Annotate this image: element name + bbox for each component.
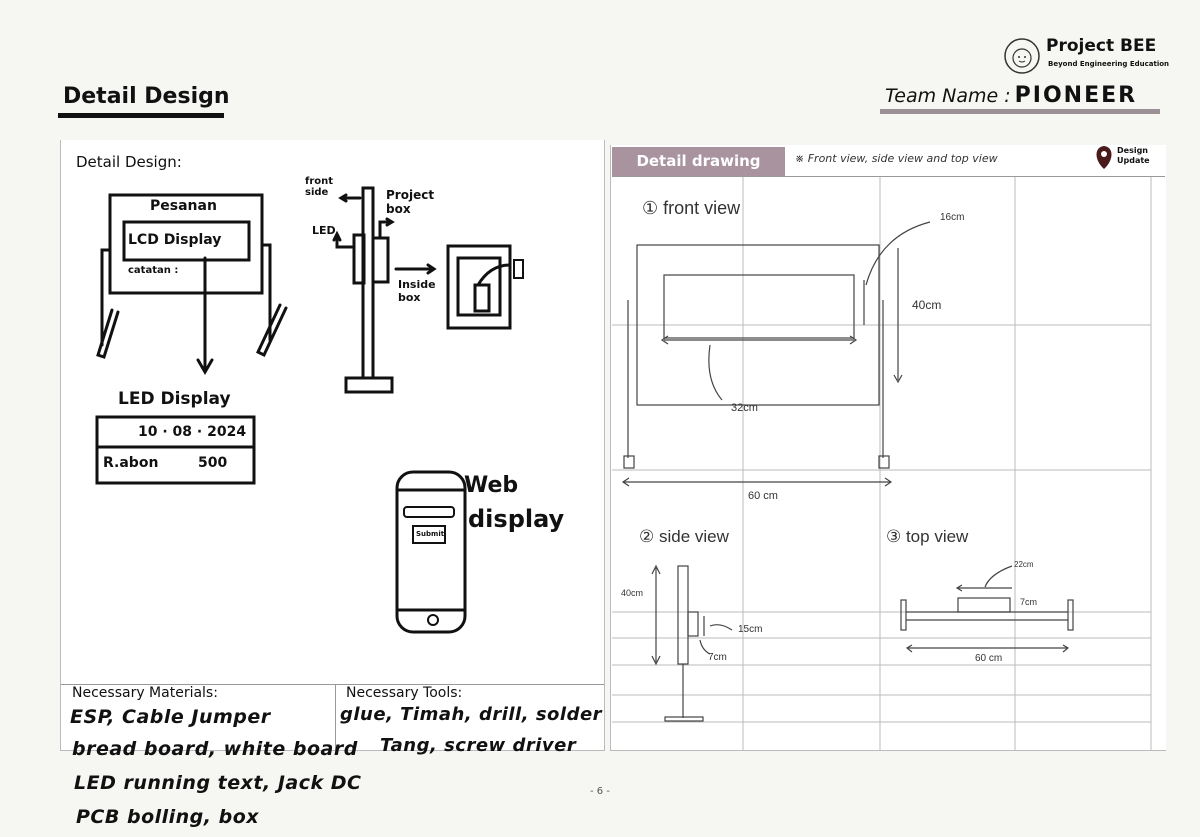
front-view-display: [663, 274, 855, 339]
arrow-down-icon: [196, 256, 214, 375]
team-name: Team Name :PIONEER: [885, 83, 1137, 108]
web-display-label-1: Web: [464, 473, 519, 498]
dimension-label: 15cm: [738, 624, 763, 635]
dimension-label: 60 cm: [748, 490, 778, 502]
material-line: LED running text, Jack DC: [74, 772, 362, 794]
table-divider: [335, 684, 336, 750]
led-label: LED: [312, 224, 336, 237]
front-view-board: [636, 244, 880, 406]
dimension-label: 40cm: [912, 298, 942, 312]
material-line: bread board, white board: [72, 738, 358, 760]
dimension-label: 7cm: [1020, 597, 1038, 607]
logo-name: Project BEE: [1046, 36, 1157, 56]
detail-design-sketch: [95, 186, 524, 634]
team-name-label: Team Name :: [885, 85, 1011, 107]
dimension-label: 32cm: [731, 402, 758, 414]
team-underline: [880, 109, 1160, 114]
lcd-display-label: LCD Display: [128, 232, 222, 248]
dimension-label: 16cm: [940, 212, 965, 223]
materials-tools-table: [61, 684, 604, 751]
material-line: PCB bolling, box: [76, 806, 260, 828]
side-view-title: ② side view: [639, 527, 729, 546]
led-date: 10 · 08 · 2024: [138, 424, 247, 440]
tools-label: Necessary Tools:: [346, 685, 463, 701]
front-side-label: front side: [305, 176, 334, 198]
tool-line: Tang, screw driver: [380, 735, 577, 756]
detail-design-label: Detail Design:: [76, 153, 182, 171]
design-update-line: Update: [1117, 156, 1150, 165]
led-display-sketch: [95, 415, 256, 485]
front-view-title: ① front view: [642, 198, 741, 218]
drawing-grid: [612, 177, 1152, 750]
dimension-label: 7cm: [708, 652, 727, 663]
title-underline: [58, 113, 224, 118]
phone-sketch: [395, 470, 467, 634]
dimension-label: 60 cm: [975, 653, 1003, 664]
team-name-value: PIONEER: [1014, 83, 1138, 108]
catatan-label: catatan :: [128, 265, 179, 276]
material-line: ESP, Cable Jumper: [70, 706, 271, 728]
logo-face-icon: [1004, 38, 1040, 74]
design-update-line: Design: [1117, 146, 1148, 155]
dimension-label: 40cm: [621, 588, 644, 598]
web-display-label-2: display: [468, 505, 565, 533]
logo-tagline: Beyond Engineering Education: [1048, 60, 1170, 68]
dimension-label: 22cm: [1014, 560, 1034, 569]
detail-drawing-tab: Detail drawing: [612, 147, 785, 176]
header-divider: [612, 176, 1165, 177]
project-bee-logo: Project BEE Beyond Engineering Education: [1002, 36, 1172, 76]
led-value: 500: [198, 455, 228, 471]
top-view-title: ③ top view: [886, 527, 969, 546]
side-view-stand: [677, 565, 689, 665]
submit-button-sketch: Submit: [416, 530, 445, 538]
page-number: - 6 -: [590, 786, 610, 797]
inside-box-label: Inside box: [398, 278, 436, 304]
project-box-label: Project box: [386, 188, 435, 216]
led-item: R.abon: [103, 455, 159, 471]
tool-line: glue, Timah, drill, solder: [340, 704, 603, 725]
materials-label: Necessary Materials:: [72, 685, 218, 701]
board-title: Pesanan: [150, 198, 217, 214]
led-display-title: LED Display: [118, 389, 231, 409]
design-update-label: Design Update: [1117, 146, 1150, 166]
page-title: Detail Design: [63, 84, 230, 109]
top-view-box: [957, 597, 1011, 613]
detail-drawing-note: ※ Front view, side view and top view: [795, 152, 998, 165]
lcd-display-sketch: [122, 220, 251, 262]
